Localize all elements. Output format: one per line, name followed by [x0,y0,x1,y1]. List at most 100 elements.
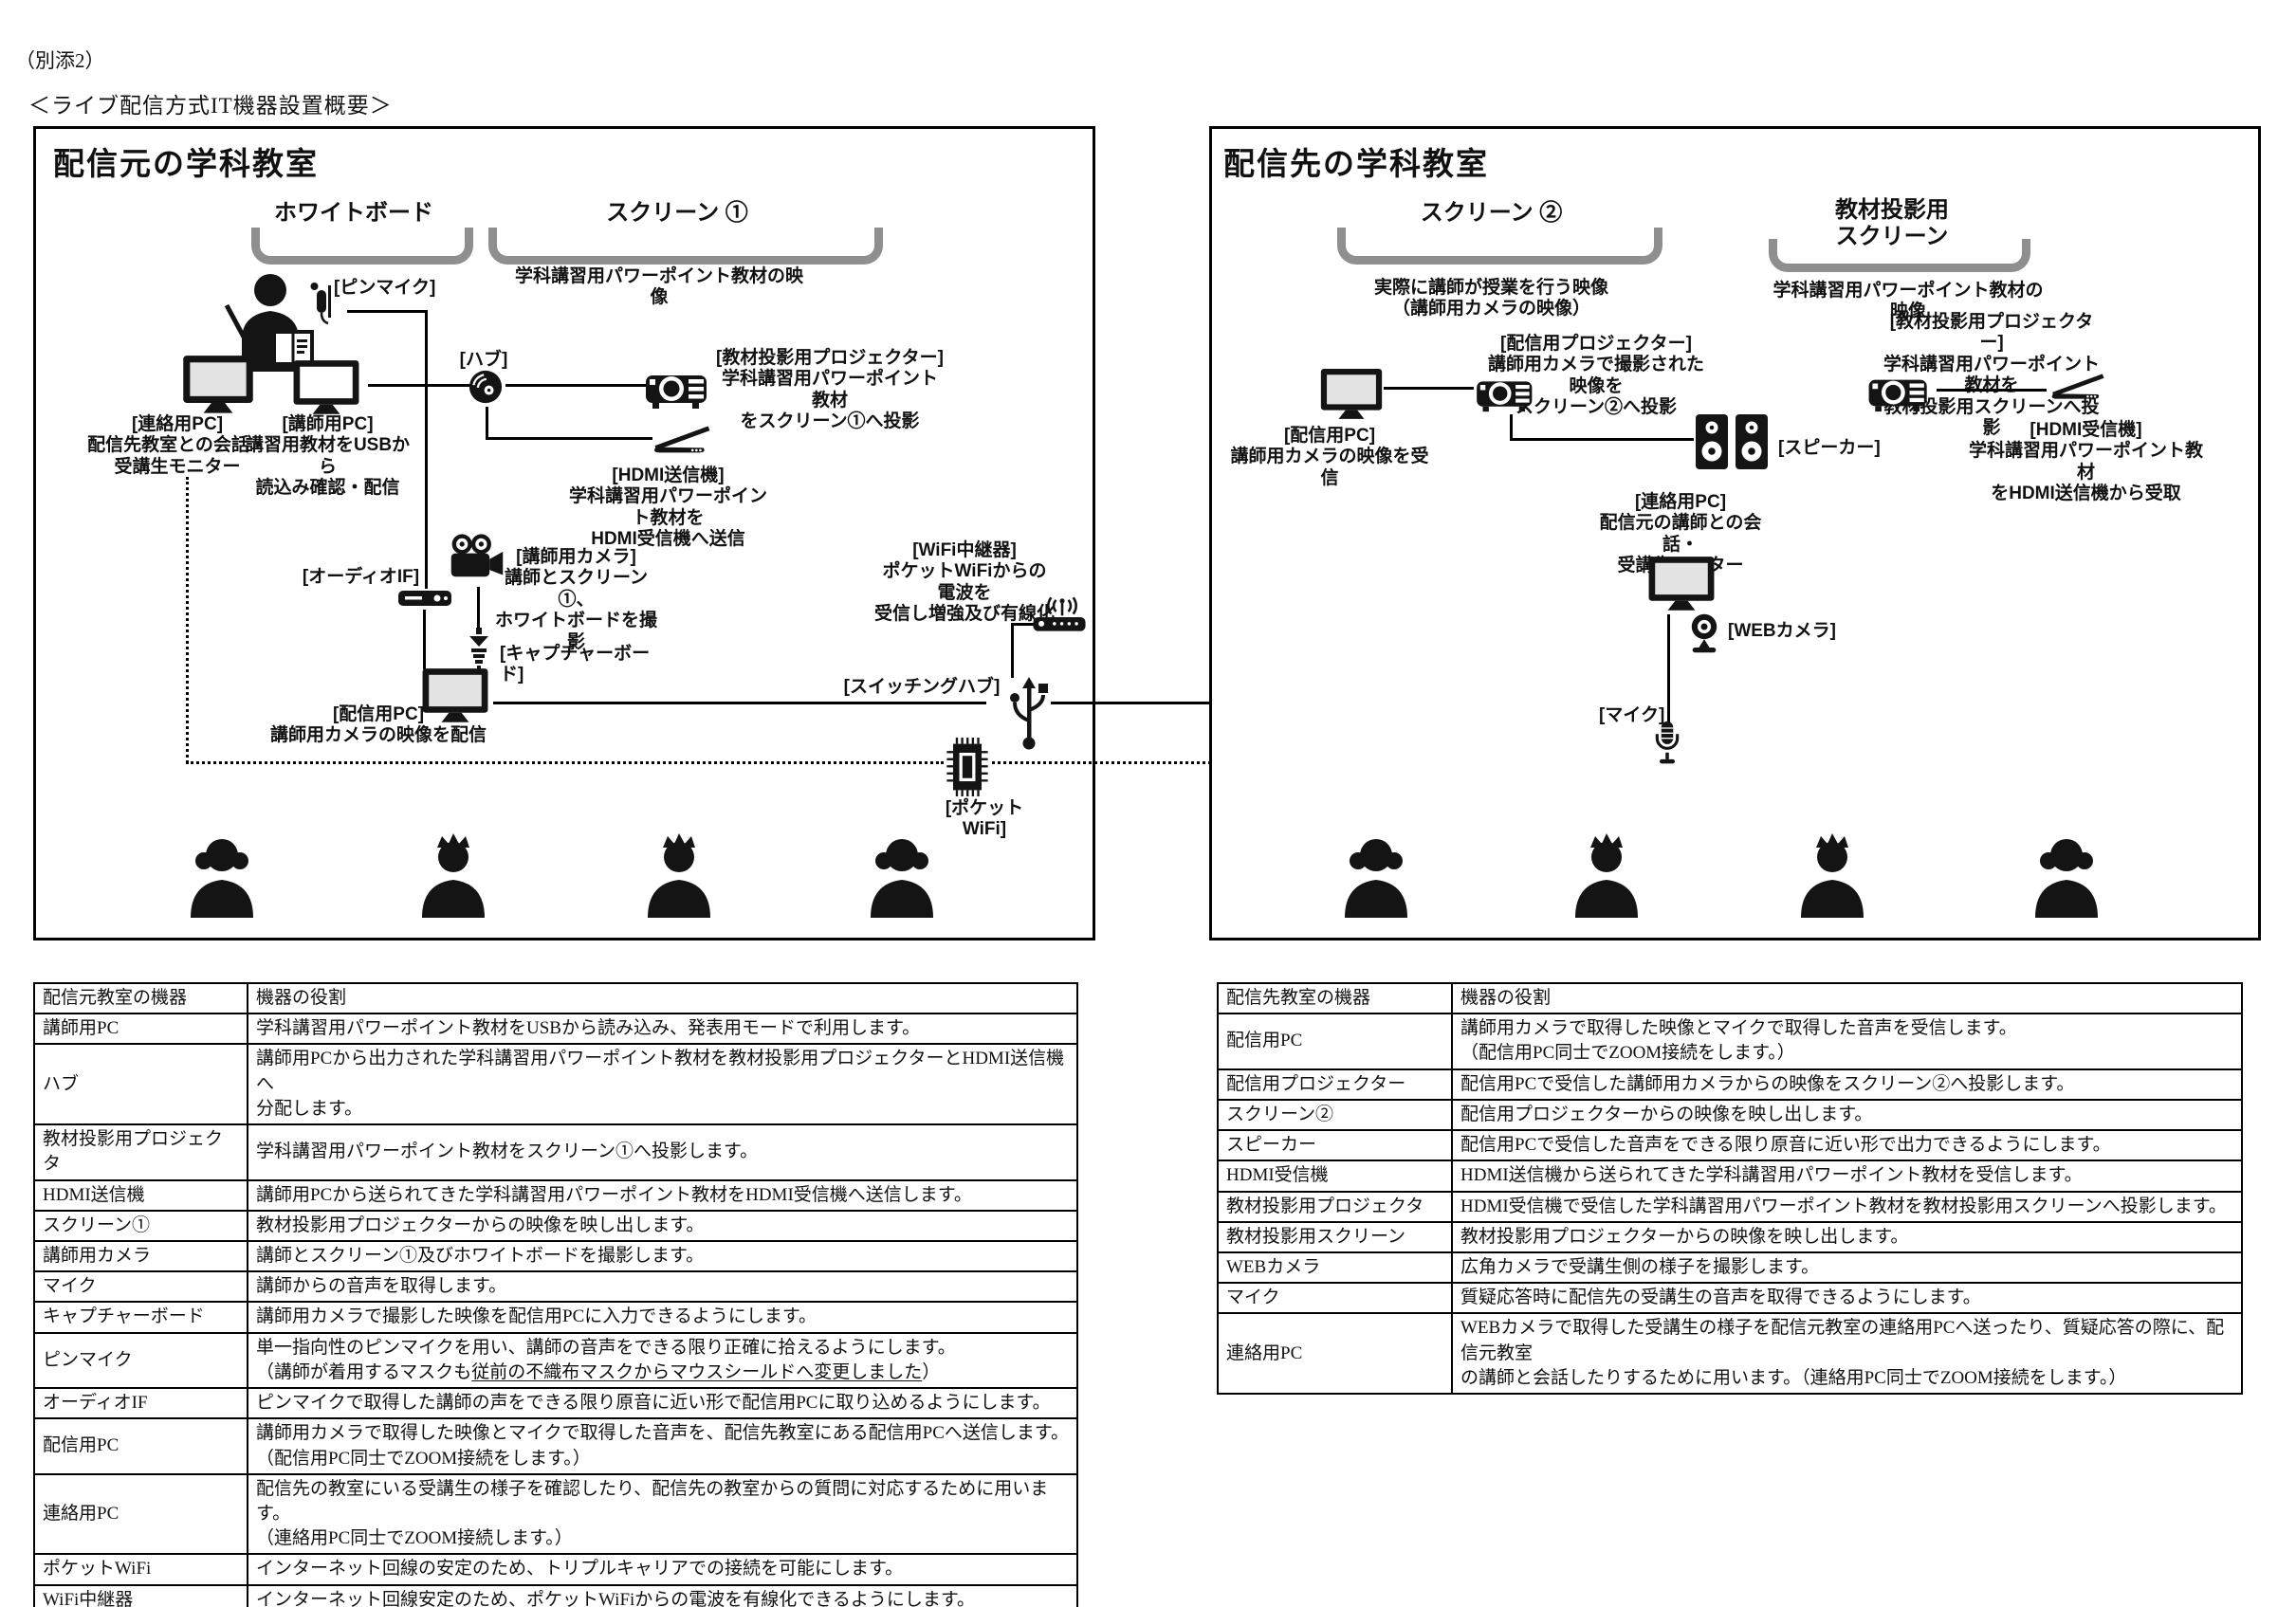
device-name-cell: 教材投影用プロジェクタ [33,1123,248,1181]
device-role-cell: 配信用プロジェクターからの映像を映し出します。 [1451,1098,2243,1132]
attachment-note: （別添2） [15,49,105,72]
connector-line [1937,389,2047,392]
connector-line [347,310,427,313]
device-name-cell: スピーカー [1217,1129,1453,1162]
device-role-cell: インターネット回線安定のため、ポケットWiFiからの電波を有線化できるようにしま… [247,1583,1078,1607]
connector-line [505,384,646,387]
table-row: HDMI送信機講師用PCから送られてきた学科講習用パワーポイント教材をHDMI受… [33,1178,1078,1212]
device-name-cell: 講師用PC [33,1013,248,1046]
contact-pc-icon [176,355,260,415]
device-column-header: 配信元教室の機器 [33,981,248,1015]
screen2-label: スクリーン ② [1420,200,1563,226]
capture-board-icon [467,628,491,671]
hdmi-transmitter-icon [649,426,711,456]
connector-line [423,610,426,669]
device-role-cell: 講師用PCから送られてきた学科講習用パワーポイント教材をHDMI受信機へ送信しま… [247,1178,1078,1212]
speaker-icon [1695,414,1769,469]
table-header-row: 配信先教室の機器 機器の役割 [1217,981,2243,1015]
device-name-cell: オーディオIF [33,1387,248,1420]
device-name-cell: 連絡用PC [1217,1312,1453,1396]
source-room-title: 配信元の学科教室 [53,146,319,181]
device-name-cell: 配信用PC [33,1417,248,1475]
device-role-cell: 学科講習用パワーポイント教材をUSBから読み込み、発表用モードで利用します。 [247,1013,1078,1046]
table-row: ハブ講師用PCから出力された学科講習用パワーポイント教材を教材投影用プロジェクタ… [33,1043,1078,1126]
hub-icon [468,370,503,404]
wifi-repeater-label: [WiFi中継器] ポケットWiFiからの電波を 受信し増強及び有線化 [874,540,1056,625]
dotted-connector-line [186,761,944,764]
device-role-cell: 配信先の教室にいる受講生の様子を確認したり、配信先の教室からの質問に対応するため… [247,1472,1078,1556]
connector-line [1051,702,1358,704]
contact-pc-icon [1646,556,1717,612]
wifi-repeater-icon [1030,595,1089,639]
pin-mic-label: [ピンマイク] [334,278,436,298]
device-column-header: 配信先教室の機器 [1217,981,1453,1015]
table-row: スピーカー配信用PCで受信した音声をできる限り原音に近い形で出力できるようにしま… [1217,1129,2243,1162]
screen1-label: スクリーン ① [606,200,748,226]
webcam-icon [1687,612,1721,654]
material-projector-icon [1867,374,1934,413]
device-role-cell: WEBカメラで取得した受講生の様子を配信元教室の連絡用PCへ送ったり、質疑応答の… [1451,1312,2243,1396]
table-header-row: 配信元教室の機器 機器の役割 [33,981,1078,1015]
table-row: キャプチャーボード講師用カメラで撮影した映像を配信用PCに入力できるようにします… [33,1301,1078,1334]
connector-line [1011,623,1034,626]
device-name-cell: 教材投影用スクリーン [1217,1220,1453,1253]
device-name-cell: 講師用カメラ [33,1239,248,1273]
student-icon [1332,831,1420,918]
student-icon [1789,831,1876,918]
material-screen-label: 教材投影用 スクリーン [1835,197,1949,249]
table-row: WEBカメラ広角カメラで受講生側の様子を撮影します。 [1217,1251,2243,1285]
streaming-pc-label: [配信用PC] 講師用カメラの映像を受信 [1230,426,1429,488]
device-name-cell: スクリーン② [1217,1098,1453,1132]
device-role-cell: 講師用PCから出力された学科講習用パワーポイント教材を教材投影用プロジェクターと… [247,1043,1078,1126]
hdmi-transmitter-label: [HDMI送信機] 学科講習用パワーポイント教材を HDMI受信機へ送信 [568,466,767,550]
audio-interface-label: [オーディオIF] [302,567,420,587]
device-name-cell: WEBカメラ [1217,1251,1453,1285]
pocket-wifi-label: [ポケットWiFi] [945,798,1024,840]
dotted-connector-line [186,477,189,763]
device-role-cell: 講師とスクリーン①及びホワイトボードを撮影します。 [247,1239,1078,1273]
table-row: 教材投影用スクリーン教材投影用プロジェクターからの映像を映し出します。 [1217,1220,2243,1253]
connector-line [1510,438,1694,441]
connector-line [477,587,480,630]
switching-hub-icon [1007,677,1051,753]
device-role-cell: 広角カメラで受講生側の様子を撮影します。 [1451,1251,2243,1285]
device-name-cell: 配信用PC [1217,1013,1453,1070]
table-row: マイク質疑応答時に配信先の受講生の音声を取得できるようにします。 [1217,1282,2243,1315]
student-icon [2023,831,2110,918]
capture-board-label: [キャプチャーボード] [500,644,651,685]
mic-icon [1653,721,1681,766]
device-role-cell: 教材投影用プロジェクターからの映像を映し出します。 [247,1209,1078,1242]
device-role-cell: インターネット回線の安定のため、トリプルキャリアでの接続を可能にします。 [247,1553,1078,1586]
student-icon [858,831,946,918]
table-row: 教材投影用プロジェクタ学科講習用パワーポイント教材をスクリーン①へ投影します。 [33,1123,1078,1181]
page-title: ＜ライブ配信方式IT機器設置概要＞ [28,94,393,118]
device-role-cell: 教材投影用プロジェクターからの映像を映し出します。 [1451,1220,2243,1253]
device-name-cell: マイク [1217,1282,1453,1315]
device-name-cell: HDMI受信機 [1217,1160,1453,1193]
device-role-cell: 質疑応答時に配信先の受講生の音声を取得できるようにします。 [1451,1282,2243,1315]
student-icon [635,831,723,918]
table-row: ピンマイク単一指向性のピンマイクを用い、講師の音声をできる限り正確に拾えるように… [33,1331,1078,1390]
connector-line [1667,614,1670,724]
device-role-cell: HDMI送信機から送られてきた学科講習用パワーポイント教材を受信します。 [1451,1160,2243,1193]
screen2-caption: 実際に講師が授業を行う映像 （講師用カメラの映像） [1373,278,1608,320]
student-icon [178,831,266,918]
connector-line [425,310,428,386]
device-name-cell: キャプチャーボード [33,1301,248,1334]
hdmi-receiver-label: [HDMI受信機] 学科講習用パワーポイント教材 をHDMI送信機から受取 [1968,420,2203,504]
hdmi-receiver-icon [2047,372,2105,404]
device-role-cell: 配信用PCで受信した音声をできる限り原音に近い形で出力できるようにします。 [1451,1129,2243,1162]
table-row: 配信用プロジェクター配信用PCで受信した講師用カメラからの映像をスクリーン②へ投… [1217,1068,2243,1101]
connector-line [486,407,488,439]
